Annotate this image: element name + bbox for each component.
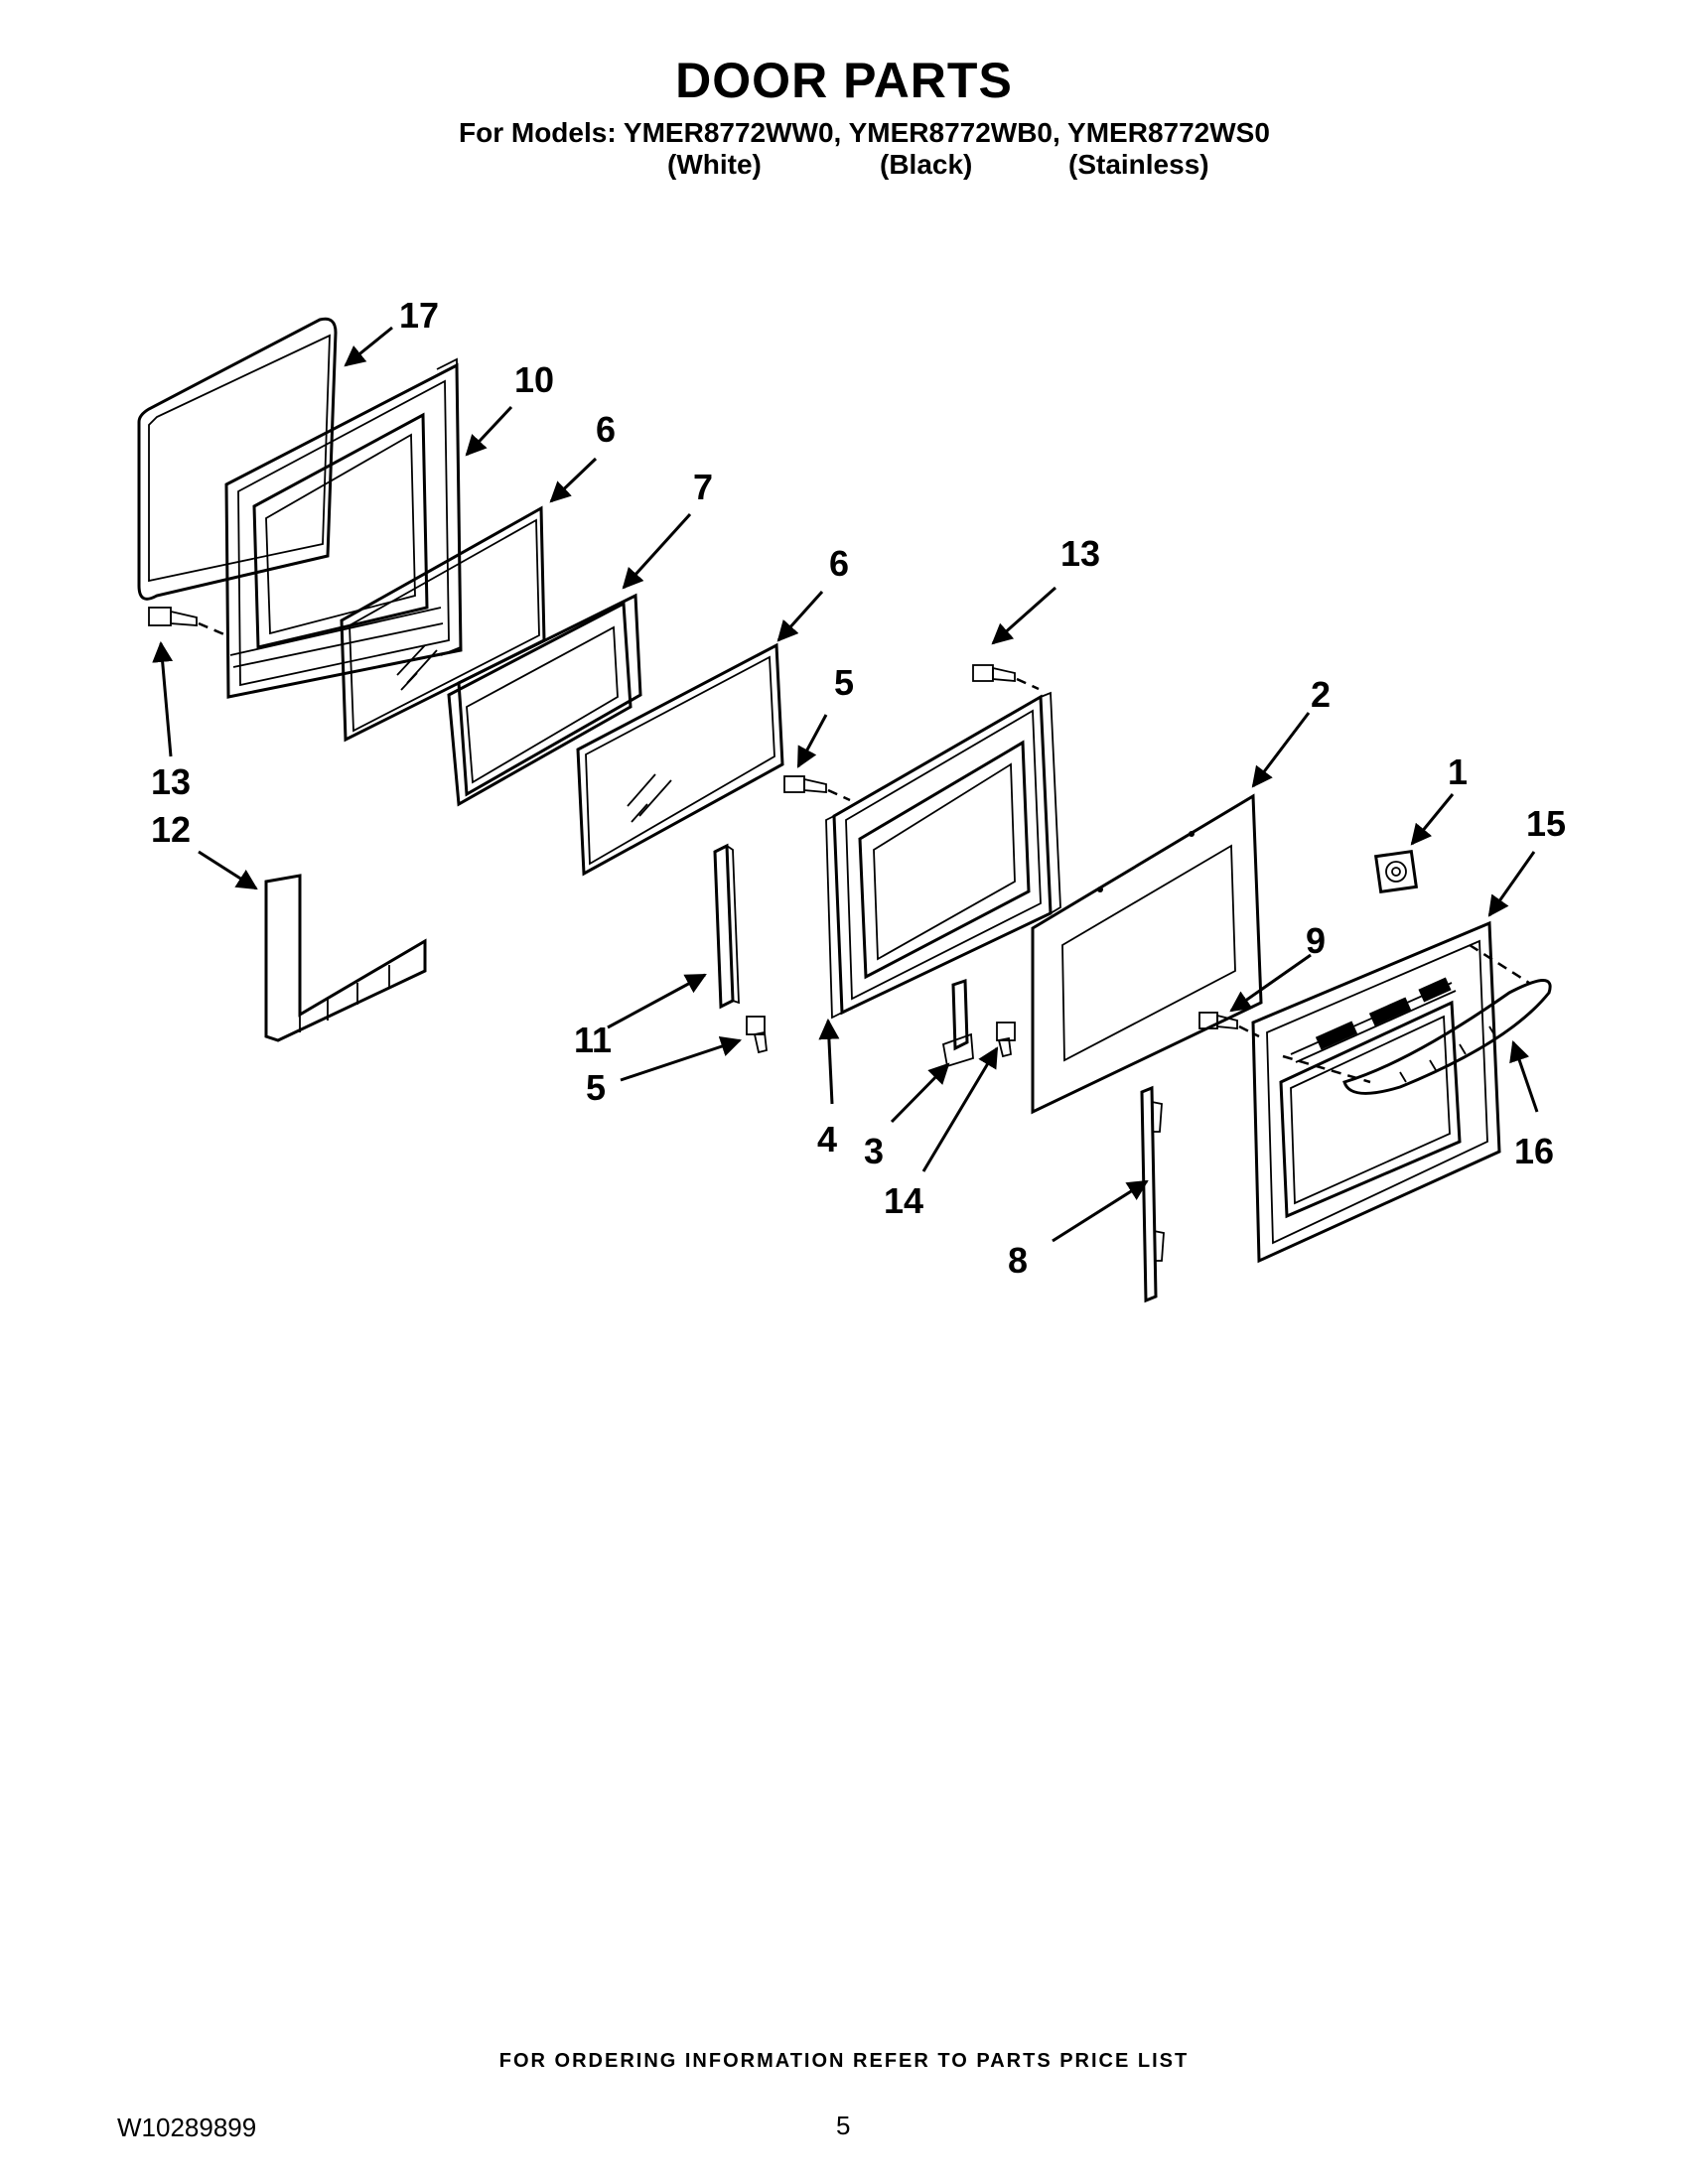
callout-9: 9: [1306, 920, 1326, 961]
callout-6: 6: [596, 409, 616, 450]
callout-7: 7: [693, 467, 713, 507]
badge-part-1: [1373, 849, 1419, 894]
door-gasket-part-17: [137, 317, 338, 601]
document-number: W10289899: [117, 2113, 257, 2142]
screw-part-14: [996, 1022, 1016, 1058]
page-title: DOOR PARTS: [675, 53, 1013, 108]
callout-5: 5: [586, 1067, 606, 1108]
callout-13: 13: [151, 761, 191, 802]
door-inner-frame-part-4: [825, 691, 1061, 1020]
glass-frame-part-7: [447, 593, 642, 807]
ordering-note: FOR ORDERING INFORMATION REFER TO PARTS …: [498, 2050, 1190, 2072]
callout-1: 1: [1448, 751, 1468, 792]
screw-part-13-left: [148, 607, 227, 637]
callout-8: 8: [1008, 1240, 1028, 1281]
screw-part-5-lower: [746, 1016, 768, 1054]
finish-white: (White): [667, 149, 762, 180]
outer-door-glass-part-2: [1031, 793, 1263, 1115]
hinge-part-3: [941, 978, 974, 1068]
callout-5: 5: [834, 662, 854, 703]
callout-10: 10: [514, 359, 554, 400]
callout-11: 11: [574, 1020, 612, 1060]
glass-panel-part-6-middle: [576, 642, 784, 877]
hinge-receiver-part-8: [1140, 1085, 1165, 1303]
callout-15: 15: [1526, 803, 1566, 844]
callout-2: 2: [1311, 674, 1331, 715]
screw-part-13-right: [972, 664, 1040, 691]
page-number: 5: [836, 2111, 851, 2140]
screw-part-5-upper: [783, 775, 851, 802]
callout-17: 17: [399, 295, 439, 336]
door-outer-panel-part-15: [1251, 920, 1501, 1264]
leader-arrows: [152, 326, 1539, 1243]
insulation-part-12: [264, 874, 427, 1042]
callout-14: 14: [884, 1180, 923, 1221]
callout-12: 12: [151, 809, 191, 850]
callout-3: 3: [864, 1131, 884, 1171]
callout-6: 6: [829, 543, 849, 584]
callout-16: 16: [1514, 1131, 1554, 1171]
finish-stainless: (Stainless): [1068, 149, 1209, 180]
screw-part-9: [1198, 1012, 1260, 1038]
models-line: For Models: YMER8772WW0, YMER8772WB0, YM…: [459, 117, 1270, 148]
finish-black: (Black): [880, 149, 973, 180]
callout-4: 4: [817, 1119, 837, 1160]
callout-13: 13: [1060, 533, 1100, 574]
handle-part-16: [1282, 943, 1552, 1095]
inner-door-liner-part-10: [224, 357, 463, 699]
hinge-channel-part-11: [713, 843, 740, 1010]
exploded-parts-diagram: 17 10 6 7 6 13 13 12 5 2 1 15 11 5 4 9 3…: [137, 295, 1566, 1303]
